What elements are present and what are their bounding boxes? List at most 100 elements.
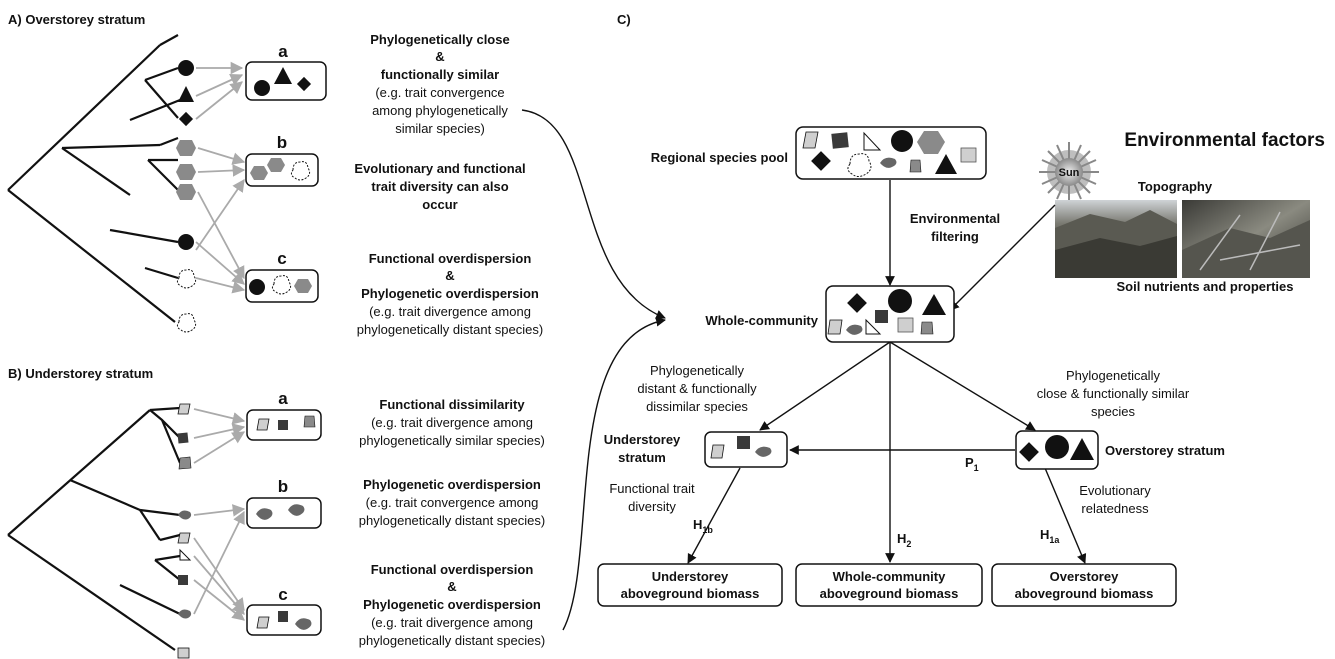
symbol-square <box>737 436 750 449</box>
box-letter: b <box>278 477 288 496</box>
text-block-a-b: Evolutionary and functional trait divers… <box>354 161 525 212</box>
text-line: distant & functionally <box>637 381 757 396</box>
text-line: (e.g. trait convergence among <box>366 495 539 510</box>
text-line: trait diversity can also <box>371 179 508 194</box>
tip-diamond <box>178 111 194 127</box>
text-line: & <box>435 49 444 64</box>
text-line: Functional trait <box>609 481 695 496</box>
symbol-cloud <box>271 275 292 295</box>
tip-leaf <box>178 510 192 520</box>
left-branch-text: Phylogenetically distant & functionally … <box>637 363 757 414</box>
text-line: close & functionally similar <box>1037 386 1190 401</box>
understorey-label: stratum <box>618 450 666 465</box>
p1-label: P1 <box>965 455 979 473</box>
regional-pool-box <box>795 126 987 180</box>
text-line: Functional dissimilarity <box>379 397 525 412</box>
text-line: diversity <box>628 499 676 514</box>
tip-parallelogram-light <box>177 532 191 544</box>
text-line: Phylogenetically close <box>370 32 509 47</box>
biomass-overstorey-box <box>991 563 1177 607</box>
env-factors-title: Environmental factors <box>1124 130 1325 151</box>
tip-circle <box>178 234 194 250</box>
symbol-hexagon <box>267 158 285 172</box>
box-letter: b <box>277 133 287 152</box>
tree-a <box>7 34 181 323</box>
text-line: Phylogenetic overdispersion <box>361 286 539 301</box>
tip-leaf <box>178 609 192 619</box>
symbol-hexagon <box>250 166 268 180</box>
symbol-triangle <box>1070 438 1094 460</box>
biomass-whole-label: aboveground biomass <box>820 586 959 601</box>
biomass-understorey-box <box>597 563 783 607</box>
text-line: & <box>447 579 456 594</box>
evolutionary-text: Evolutionary relatedness <box>1079 483 1151 516</box>
text-line: species <box>1091 404 1136 419</box>
assembly-arrows-a <box>195 61 246 294</box>
tip-hexagon <box>176 184 196 200</box>
regional-pool-label: Regional species pool <box>651 150 788 165</box>
symbol-leaf <box>256 508 273 520</box>
panel-b-title: B) Understorey stratum <box>8 366 153 381</box>
text-line: (e.g. trait divergence among <box>371 415 533 430</box>
text-line: Functional overdispersion <box>369 251 532 266</box>
text-line: Functional overdispersion <box>371 562 534 577</box>
text-line: relatedness <box>1081 501 1149 516</box>
right-branch-text: Phylogenetically close & functionally si… <box>1037 368 1190 419</box>
text-block-b-b: Phylogenetic overdispersion (e.g. trait … <box>359 477 545 528</box>
env-filtering-label: Environmental <box>910 211 1000 226</box>
text-block-a-a: Phylogenetically close & functionally si… <box>370 32 509 136</box>
topography-photo-1 <box>1055 200 1177 278</box>
panel-b: B) Understorey stratum <box>7 366 545 659</box>
community-box-b <box>246 497 322 529</box>
text-line: & <box>445 268 454 283</box>
box-letter: a <box>278 42 288 61</box>
symbol-parallelogram <box>256 418 270 431</box>
text-line: phylogenetically distant species) <box>359 513 545 528</box>
panel-c: C) Regional species pool Environmental f… <box>597 12 1325 607</box>
tip-parallelogram-light <box>177 403 191 415</box>
text-line: Phylogenetic overdispersion <box>363 597 541 612</box>
tip-triangle <box>178 86 194 102</box>
regional-pool-symbols <box>802 130 977 177</box>
topography-label: Topography <box>1138 179 1213 194</box>
symbol-cloud <box>290 161 311 181</box>
biomass-overstorey-label: Overstorey <box>1050 569 1119 584</box>
text-line: Phylogenetic overdispersion <box>363 477 541 492</box>
panel-a: A) Overstorey stratum <box>7 12 543 337</box>
tip-trapezoid <box>178 456 192 470</box>
sun-label: Sun <box>1059 167 1080 179</box>
symbol-circle <box>254 80 270 96</box>
h2-label: H2 <box>897 531 911 549</box>
tree-b <box>7 406 182 651</box>
env-factors-arrow <box>949 204 1056 311</box>
overstorey-label: Overstorey stratum <box>1105 443 1225 458</box>
text-line: functionally similar <box>381 67 499 82</box>
biomass-understorey-label: aboveground biomass <box>621 586 760 601</box>
symbol-hexagon <box>294 279 312 293</box>
text-line: phylogenetically similar species) <box>359 433 545 448</box>
text-line: dissimilar species <box>646 399 748 414</box>
h1a-label: H1a <box>1040 527 1060 545</box>
biomass-whole-box <box>795 563 983 607</box>
soil-label: Soil nutrients and properties <box>1117 279 1294 294</box>
symbol-square <box>278 420 288 430</box>
text-line: (e.g. trait divergence among <box>369 304 531 319</box>
text-line: phylogenetically distant species) <box>359 633 545 648</box>
functional-trait-text: Functional trait diversity <box>609 481 695 514</box>
tip-cloud <box>176 269 197 289</box>
symbol-square <box>278 611 288 622</box>
curved-connectors <box>521 109 666 631</box>
tip-square-dark <box>178 575 188 585</box>
symbol-circle <box>249 279 265 295</box>
env-filtering-label: filtering <box>931 229 979 244</box>
tip-square-dark <box>177 432 189 444</box>
topography-photo-2 <box>1182 200 1310 278</box>
panel-a-title: A) Overstorey stratum <box>8 12 145 27</box>
box-letter: c <box>278 585 287 604</box>
symbol-triangle <box>274 67 292 84</box>
understorey-stratum-box <box>704 431 788 468</box>
symbol-diamond <box>296 76 312 92</box>
tip-circle <box>178 60 194 76</box>
biomass-overstorey-label: aboveground biomass <box>1015 586 1154 601</box>
